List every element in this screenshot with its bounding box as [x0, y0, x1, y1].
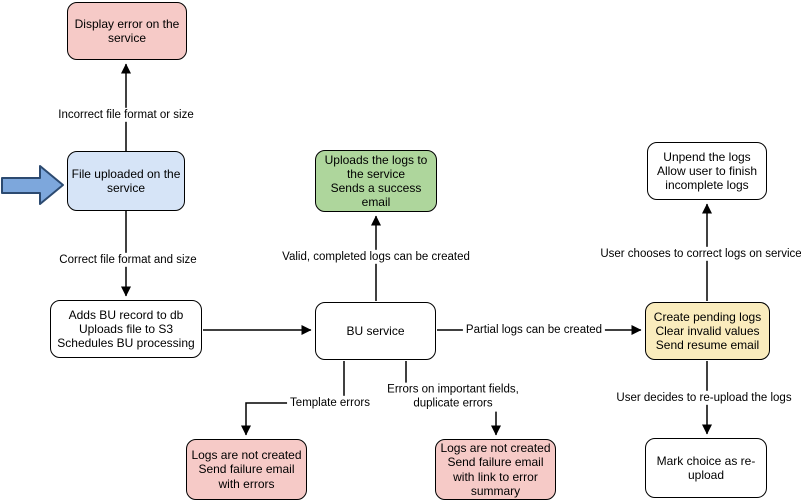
node-bu-service[interactable]: BU service: [315, 302, 436, 360]
edge-label-correct-format: Correct file format and size: [56, 252, 200, 268]
edge-label-partial-logs: Partial logs can be created: [462, 322, 606, 338]
node-file-uploaded[interactable]: File uploaded on the service: [67, 151, 185, 211]
node-mark-choice-reupload[interactable]: Mark choice as re- upload: [645, 438, 767, 498]
edge-label-valid-completed: Valid, completed logs can be created: [279, 249, 473, 265]
node-create-pending-logs[interactable]: Create pending logs Clear invalid values…: [645, 302, 770, 360]
edge-label-template-errors: Template errors: [287, 395, 373, 411]
edge-label-errors-important-fields: Errors on important fields, duplicate er…: [384, 382, 522, 412]
edge-label-user-decides-reupload: User decides to re-upload the logs: [613, 390, 795, 406]
edge-label-incorrect-format: Incorrect file format or size: [55, 107, 197, 123]
node-unpend-logs[interactable]: Unpend the logs Allow user to finish inc…: [647, 142, 767, 200]
edge-label-user-chooses-correct: User chooses to correct logs on service: [597, 246, 801, 262]
node-display-error[interactable]: Display error on the service: [67, 2, 187, 60]
node-logs-not-created-errors[interactable]: Logs are not created Send failure email …: [186, 439, 307, 500]
node-uploads-logs[interactable]: Uploads the logs to the service Sends a …: [315, 150, 437, 212]
node-logs-not-created-summary[interactable]: Logs are not created Send failure email …: [435, 439, 556, 500]
node-adds-bu-record[interactable]: Adds BU record to db Uploads file to S3 …: [50, 300, 202, 358]
start-arrow-icon[interactable]: [1, 165, 64, 205]
